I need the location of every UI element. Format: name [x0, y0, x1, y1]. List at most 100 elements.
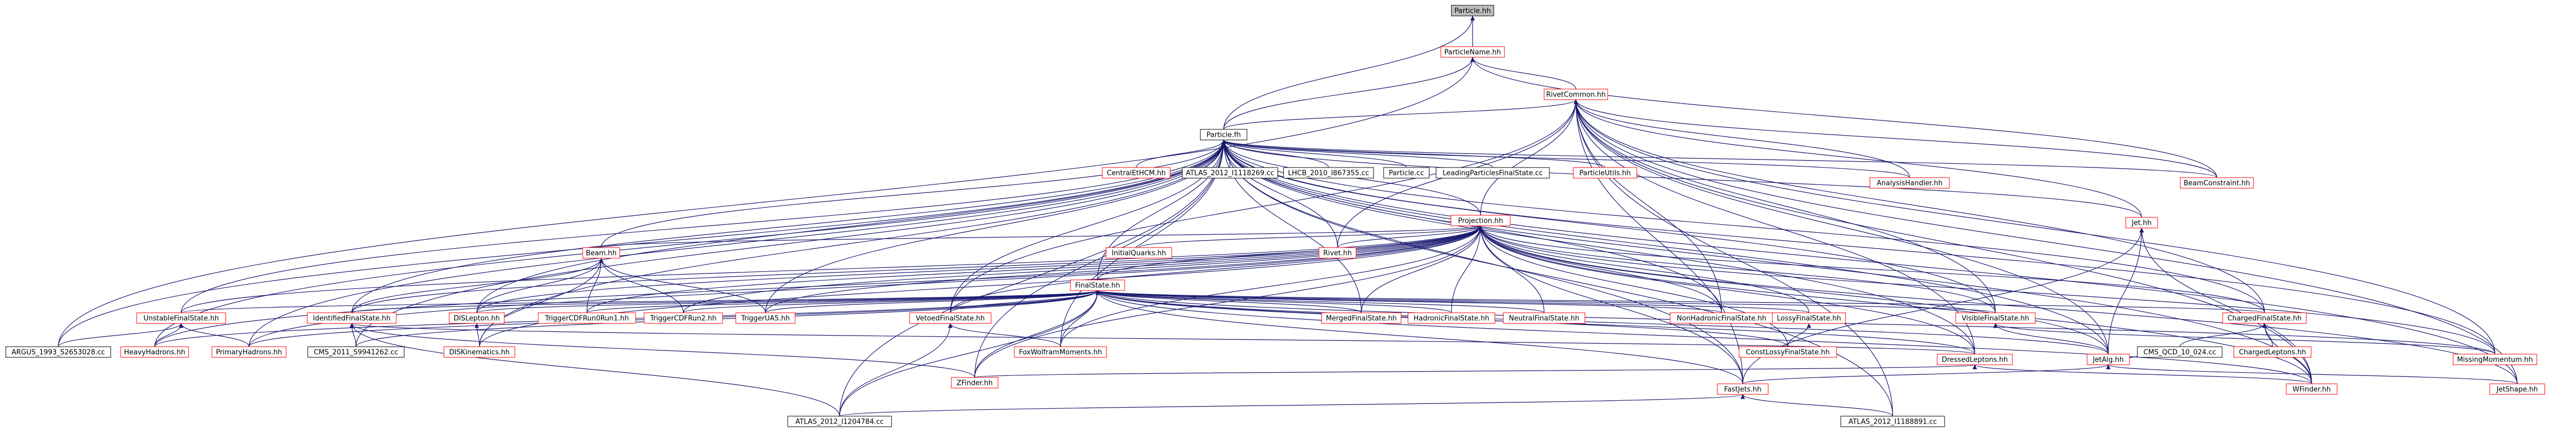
edge-beamconstraint_hh-to-rivetcommon_hh — [1573, 99, 2217, 178]
node-beamconstraint_hh[interactable]: BeamConstraint.hh — [2180, 177, 2254, 189]
edge-atlas2012b_cc-to-finalstate_hh — [839, 290, 1100, 417]
node-dressedleptons_hh[interactable]: DressedLeptons.hh — [1937, 354, 2013, 365]
node-visiblefinalstate_hh[interactable]: VisibleFinalState.hh — [1955, 312, 2036, 324]
node-jetalg_hh[interactable]: JetAlg.hh — [2087, 354, 2130, 365]
edge-diskinematics_hh-to-beam_hh — [479, 258, 604, 347]
node-constlossy_hh[interactable]: ConstLossyFinalState.hh — [1739, 346, 1837, 358]
node-jetshape_hh[interactable]: JetShape.hh — [2489, 383, 2545, 395]
node-triggerua5_hh[interactable]: TriggerUA5.hh — [735, 312, 796, 324]
node-box — [1102, 167, 1171, 179]
node-jet_hh[interactable]: Jet.hh — [2125, 217, 2158, 228]
node-box — [1440, 46, 1505, 58]
node-dislepton_hh[interactable]: DISLepton.hh — [449, 312, 505, 324]
node-triggercdfrun2_hh[interactable]: TriggerCDFRun2.hh — [644, 312, 723, 324]
node-label: MergedFinalState.hh — [1326, 315, 1397, 323]
edge-beam_hh-to-particle_fh — [601, 139, 1226, 248]
node-chargedleptons_hh[interactable]: ChargedLeptons.hh — [2233, 346, 2312, 358]
node-atlas2012_cc[interactable]: ATLAS_2012_I1118269.cc — [1182, 167, 1278, 179]
edge-centraletacm_hh-to-particle_fh — [1136, 139, 1226, 168]
node-box — [1739, 346, 1837, 358]
node-identifiedfinalstate_hh[interactable]: IdentifiedFinalState.hh — [307, 312, 397, 324]
node-hadronicfinalstate_hh[interactable]: HadronicFinalState.hh — [1407, 312, 1495, 324]
node-particleutils_hh[interactable]: ParticleUtils.hh — [1573, 167, 1637, 179]
node-label: InitialQuarks.hh — [1112, 250, 1166, 258]
node-analysishandler_hh[interactable]: AnalysisHandler.hh — [1869, 177, 1950, 189]
edge-argus_cc-to-particle_fh — [58, 139, 1226, 347]
node-lhcb2010_cc[interactable]: LHCB_2010_I867355.cc — [1283, 167, 1374, 179]
edge-unstablefinalstate_hh-to-finalstate_hh — [181, 290, 1100, 313]
node-box — [307, 312, 397, 324]
node-nonhadronicfinalstate_hh[interactable]: NonHadronicFinalState.hh — [1670, 312, 1773, 324]
node-cmsqcd_cc[interactable]: CMS_QCD_10_024.cc — [2137, 346, 2223, 358]
node-argus_cc[interactable]: ARGUS_1993_S2653028.cc — [5, 346, 111, 358]
node-label: TriggerCDFRun0Run1.hh — [545, 315, 629, 323]
node-rivet_hh[interactable]: Rivet.hh — [1318, 247, 1357, 259]
node-particle_fh[interactable]: Particle.fh — [1200, 129, 1247, 140]
edge-dressedleptons_hh-to-identifiedfinalstate_hh — [350, 323, 1975, 355]
edge-lossyfinalstate_hh-to-finalstate_hh — [1095, 290, 1810, 313]
node-box — [1573, 167, 1637, 179]
edge-dislepton_hh-to-projection_hh — [476, 225, 1483, 313]
node-wfinder_hh[interactable]: WFinder.hh — [2286, 383, 2338, 395]
node-box — [2222, 312, 2307, 324]
node-zfinder_hh[interactable]: ZFinder.hh — [951, 377, 999, 389]
node-centraletacm_hh[interactable]: CentralEtHCM.hh — [1102, 167, 1171, 179]
node-label: LossyFinalState.hh — [1777, 315, 1841, 323]
node-vetoedfinalstate_hh[interactable]: VetoedFinalState.hh — [909, 312, 992, 324]
edge-chargedfinalstate_hh-to-rivetcommon_hh — [1573, 99, 2265, 313]
edge-chargedfinalstate_hh-to-projection_hh — [1478, 225, 2265, 313]
node-neutralfinalstate_hh[interactable]: NeutralFinalState.hh — [1503, 312, 1585, 324]
node-beam_hh[interactable]: Beam.hh — [582, 247, 620, 259]
node-box — [644, 312, 723, 324]
node-box — [951, 377, 999, 389]
edge-vetoedfinalstate_hh-to-projection_hh — [950, 225, 1483, 313]
node-cms2011_cc[interactable]: CMS_2011_S9941262.cc — [307, 346, 405, 358]
node-label: Rivet.hh — [1323, 250, 1352, 258]
edge-triggerua5_hh-to-particle_fh — [765, 139, 1226, 313]
node-foxwolfram_hh[interactable]: FoxWolframMoments.hh — [1014, 346, 1107, 358]
node-triggercdfrun0run1_hh[interactable]: TriggerCDFRun0Run1.hh — [538, 312, 636, 324]
edge-missingmomentum_hh-to-projection_hh — [1478, 225, 2495, 355]
node-box — [1200, 129, 1247, 140]
node-box — [1182, 167, 1278, 179]
node-rivetcommon_hh[interactable]: RivetCommon.hh — [1544, 89, 1608, 100]
node-finalstate_hh[interactable]: FinalState.hh — [1070, 279, 1125, 291]
node-box — [735, 312, 796, 324]
edge-particle_cc-to-particle_fh — [1221, 139, 1407, 168]
node-label: IdentifiedFinalState.hh — [313, 315, 390, 323]
edge-dislepton_hh-to-particle_fh — [476, 139, 1226, 313]
node-projection_hh[interactable]: Projection.hh — [1450, 215, 1511, 226]
node-lossyfinalstate_hh[interactable]: LossyFinalState.hh — [1772, 312, 1846, 324]
node-label: DressedLeptons.hh — [1942, 356, 2008, 364]
node-chargedfinalstate_hh[interactable]: ChargedFinalState.hh — [2222, 312, 2307, 324]
edge-missingmomentum_hh-to-visiblefinalstate_hh — [1993, 323, 2495, 355]
node-box — [120, 346, 189, 358]
node-fastjets_hh[interactable]: FastJets.hh — [1717, 383, 1769, 395]
node-box — [1772, 312, 1846, 324]
node-label: CMS_2011_S9941262.cc — [314, 349, 398, 357]
edge-dressedleptons_hh-to-particle_fh — [1221, 139, 1975, 355]
node-mergedfinalstate_hh[interactable]: MergedFinalState.hh — [1321, 312, 1402, 324]
node-box — [1436, 167, 1550, 179]
edge-nonhadronicfinalstate_hh-to-rivetcommon_hh — [1573, 99, 1722, 313]
node-label: VisibleFinalState.hh — [1962, 315, 2029, 323]
node-particlename_hh[interactable]: ParticleName.hh — [1440, 46, 1505, 58]
node-heavyhadrons_hh[interactable]: HeavyHadrons.hh — [120, 346, 189, 358]
node-missingmomentum_hh[interactable]: MissingMomentum.hh — [2453, 354, 2537, 365]
node-primaryhadrons_hh[interactable]: PrimaryHadrons.hh — [211, 346, 287, 358]
node-particle_hh[interactable]: Particle.hh — [1451, 5, 1494, 16]
node-box — [1450, 215, 1511, 226]
edge-particle_fh-to-rivetcommon_hh — [1223, 99, 1578, 130]
node-initialquarks_hh[interactable]: InitialQuarks.hh — [1106, 247, 1172, 259]
node-unstablefinalstate_hh[interactable]: UnstableFinalState.hh — [136, 312, 226, 324]
node-atlas2012c_cc[interactable]: ATLAS_2012_I1188891.cc — [1840, 416, 1945, 427]
node-label: VetoedFinalState.hh — [916, 315, 985, 323]
node-atlas2012b_cc[interactable]: ATLAS_2012_I1204784.cc — [787, 416, 892, 427]
node-particle_cc[interactable]: Particle.cc — [1383, 167, 1430, 179]
node-box — [1283, 167, 1374, 179]
edge-jetalg_hh-to-visiblefinalstate_hh — [1993, 323, 2109, 355]
node-diskinematics_hh[interactable]: DISKinematics.hh — [443, 346, 515, 358]
node-leadingparticles_hh[interactable]: LeadingParticlesFinalState.cc — [1436, 167, 1550, 179]
edge-hadronicfinalstate_hh-to-finalstate_hh — [1095, 290, 1452, 313]
node-label: Projection.hh — [1458, 217, 1503, 225]
